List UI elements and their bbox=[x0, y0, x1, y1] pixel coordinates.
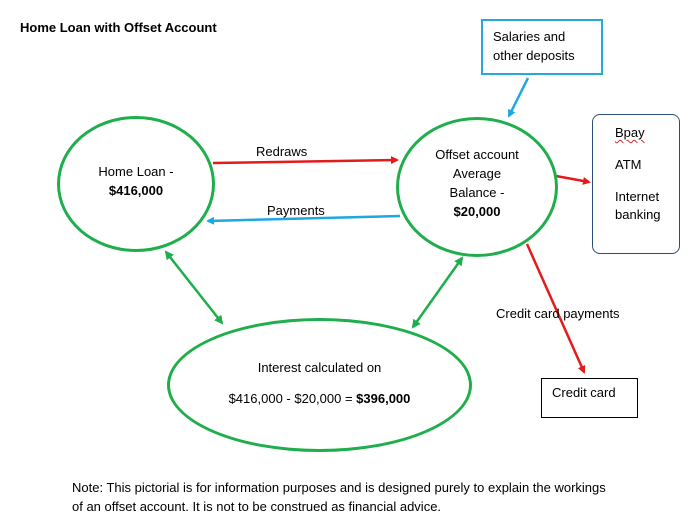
redraws-label: Redraws bbox=[256, 144, 308, 159]
payments-label: Payments bbox=[267, 203, 325, 218]
home-loan-ellipse bbox=[57, 116, 215, 252]
salaries-arrow bbox=[507, 77, 530, 118]
interest-ellipse bbox=[167, 318, 472, 452]
diagram-title: Home Loan with Offset Account bbox=[20, 20, 217, 35]
credit-card-label: Credit card bbox=[552, 385, 616, 400]
salaries-line-1: Salaries and bbox=[493, 29, 566, 44]
home-loan-interest-arrow bbox=[164, 250, 224, 325]
payments-arrow bbox=[206, 214, 401, 225]
offset-to-payments-arrow bbox=[555, 174, 591, 185]
note-line-2: of an offset account. It is not to be co… bbox=[72, 499, 442, 514]
credit-card-box: Credit card bbox=[541, 378, 638, 418]
internet-label: Internet bbox=[615, 189, 660, 204]
disclaimer-note: Note: This pictorial is for information … bbox=[72, 478, 672, 516]
credit-card-arrow bbox=[525, 243, 586, 374]
salaries-line-2: other deposits bbox=[493, 48, 575, 63]
home-loan-amount: $416,000 bbox=[108, 183, 164, 198]
offset-interest-arrow bbox=[411, 256, 464, 329]
atm-label: ATM bbox=[615, 157, 642, 172]
interest-text: Interest calculated on $416,000 - $20,00… bbox=[167, 358, 472, 408]
offset-label-3: Balance - bbox=[449, 185, 505, 200]
home-loan-text: Home Loan - $416,000 bbox=[57, 162, 215, 200]
banking-label: banking bbox=[615, 207, 661, 222]
interest-label: Interest calculated on bbox=[257, 360, 382, 375]
payment-methods-box: Bpay ATM Internet banking bbox=[592, 114, 680, 254]
salaries-box: Salaries and other deposits bbox=[481, 19, 603, 75]
note-line-1: Note: This pictorial is for information … bbox=[72, 480, 606, 495]
offset-account-text: Offset account Average Balance - $20,000 bbox=[396, 145, 558, 221]
redraws-arrow bbox=[212, 156, 399, 165]
credit-card-payments-label: Credit card payments bbox=[496, 306, 620, 321]
home-loan-label: Home Loan - bbox=[98, 164, 174, 179]
bpay-label: Bpay bbox=[615, 125, 645, 140]
offset-amount: $20,000 bbox=[453, 204, 501, 219]
offset-label-2: Average bbox=[452, 166, 502, 181]
offset-account-ellipse bbox=[396, 117, 558, 257]
offset-label-1: Offset account bbox=[435, 147, 519, 162]
interest-formula: $416,000 - $20,000 = $396,000 bbox=[228, 391, 411, 406]
